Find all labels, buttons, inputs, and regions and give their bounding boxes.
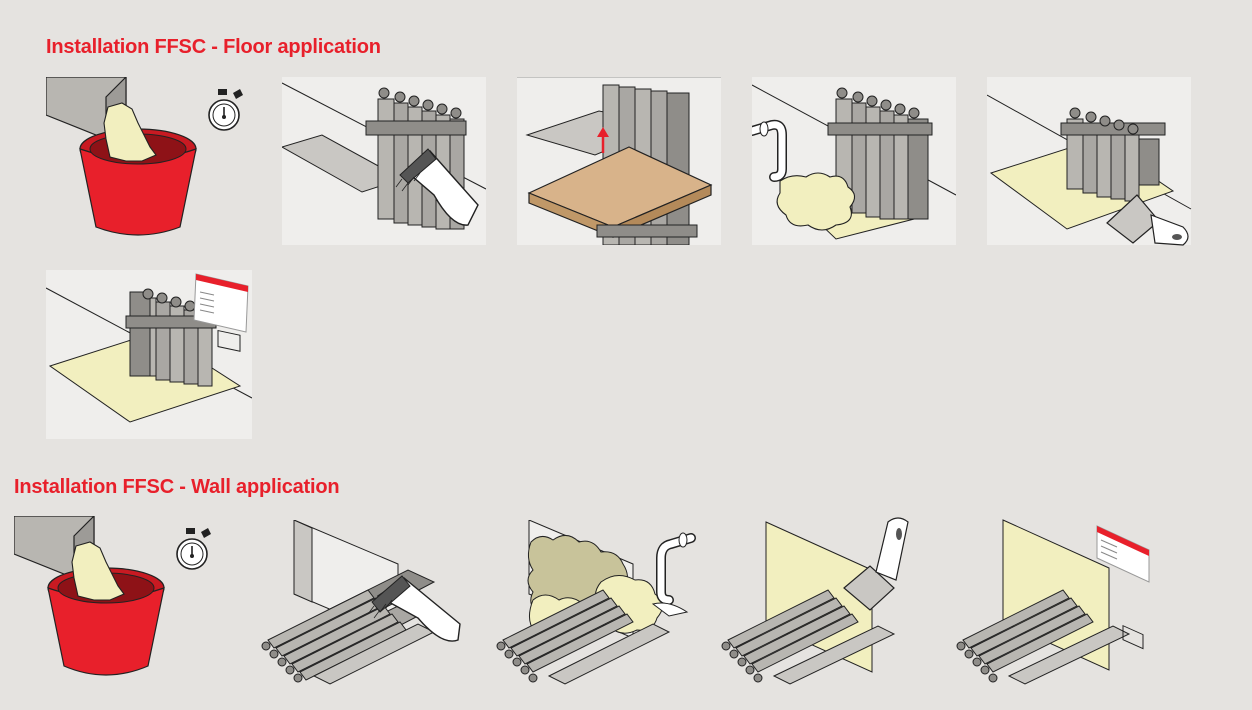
wire-brush-icon <box>367 575 461 642</box>
pouring-hose-icon <box>752 119 787 182</box>
floor-step-1-mixing <box>46 77 252 245</box>
pouring-hose-icon <box>651 532 696 617</box>
stopwatch-icon <box>176 528 211 570</box>
identification-label-icon <box>1096 525 1150 650</box>
floor-step-6-labeling <box>46 270 252 439</box>
stopwatch-icon <box>208 89 243 131</box>
wall-step-2-cleaning <box>258 520 470 686</box>
up-arrow-icon <box>597 127 609 153</box>
floor-step-5-smoothing <box>987 77 1193 247</box>
mixing-illustration <box>46 77 243 236</box>
wall-section-title: Installation FFSC - Wall application <box>14 476 340 498</box>
wire-brush-icon <box>395 148 479 226</box>
spatula-icon <box>843 517 909 611</box>
wall-step-5-labeling <box>953 516 1165 686</box>
floor-step-4-pouring <box>752 77 956 245</box>
spatula-icon <box>1106 194 1189 246</box>
identification-label-icon <box>193 273 249 352</box>
floor-section-title: Installation FFSC - Floor application <box>46 36 381 58</box>
floor-step-2-cleaning <box>282 77 486 245</box>
floor-step-3-formwork <box>517 77 721 245</box>
mixing-illustration <box>14 516 211 676</box>
wall-step-1-mixing <box>14 516 220 686</box>
wall-step-4-smoothing <box>718 514 930 686</box>
wall-step-3-filling <box>493 520 705 686</box>
